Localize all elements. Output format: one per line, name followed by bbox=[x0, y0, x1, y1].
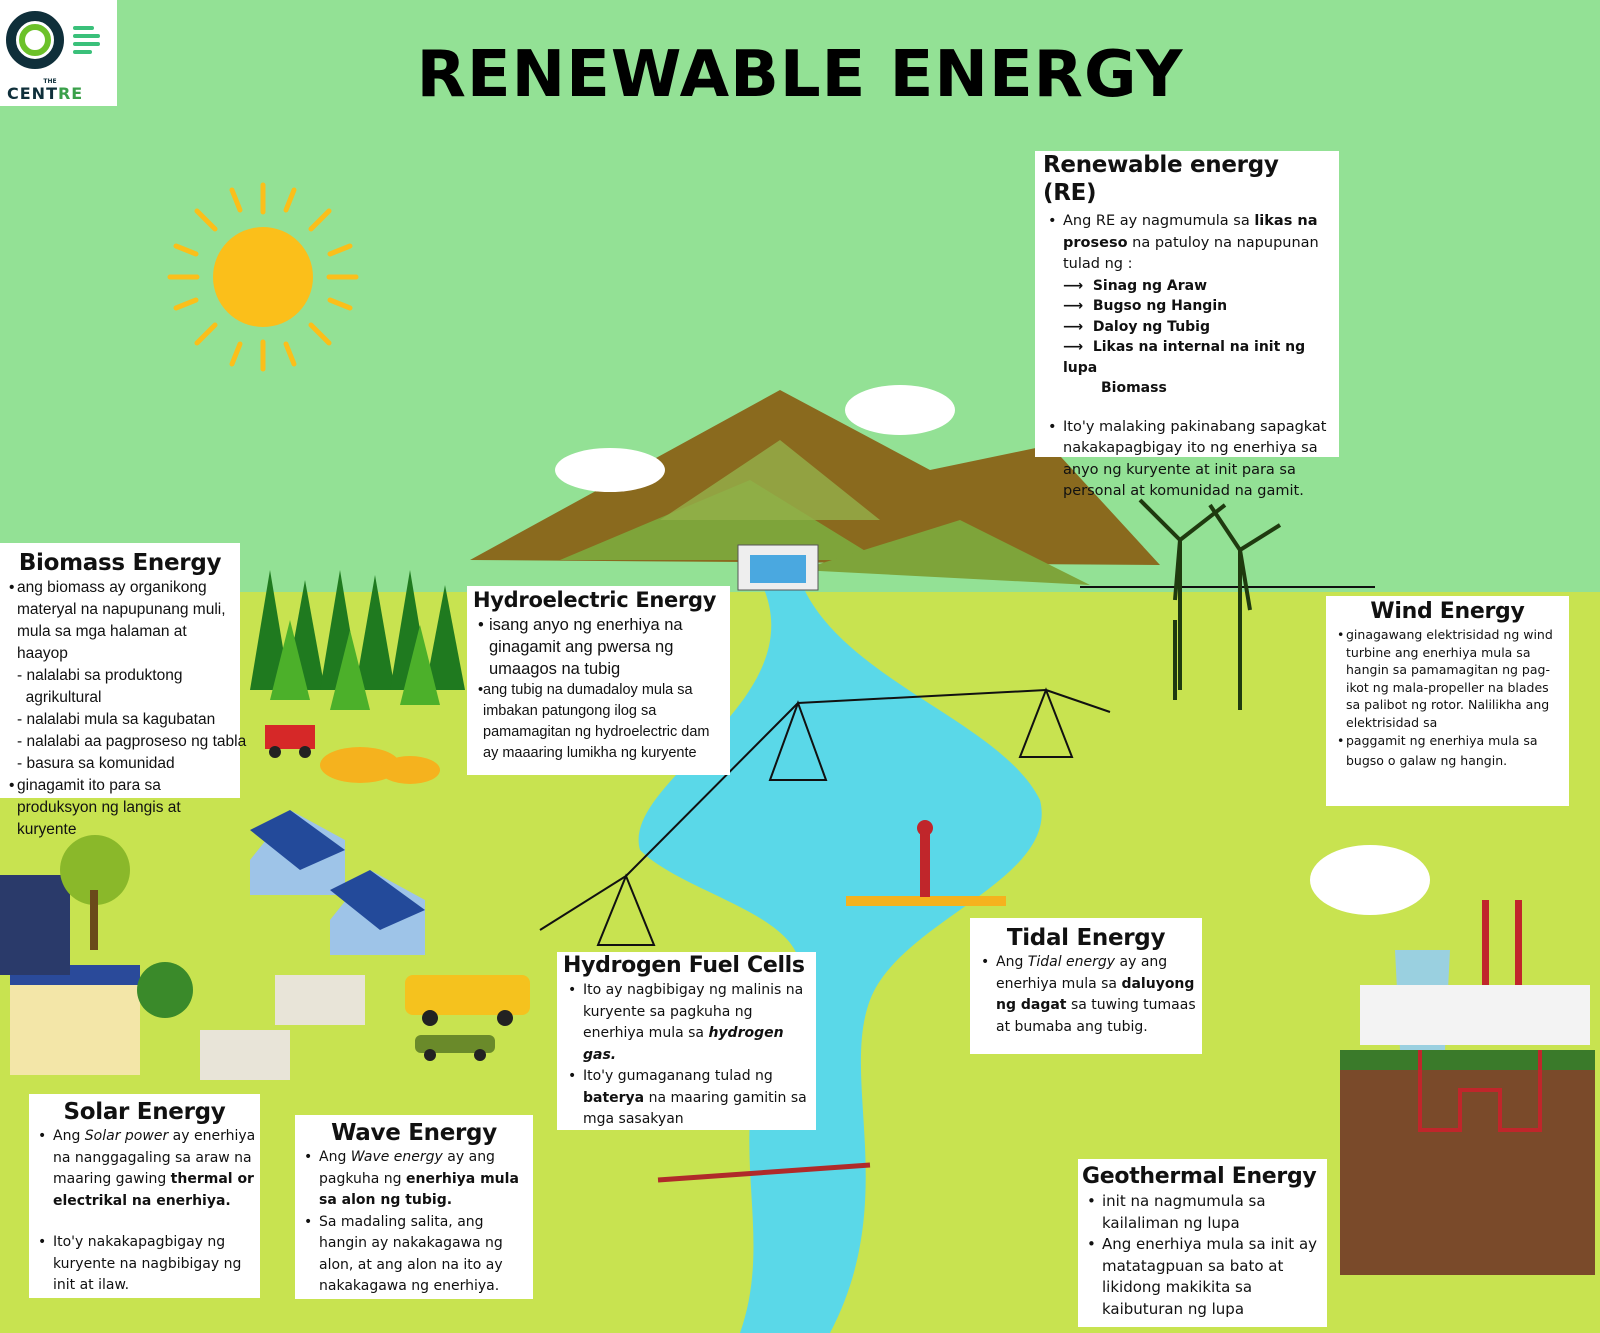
bullet-text: Ang Wave energy ay ang pagkuha ng enerhi… bbox=[299, 1147, 529, 1212]
text-segment: Ito ay nagbibigay ng malinis na kuryente… bbox=[583, 982, 804, 1041]
the-centre-logo: THE CENTRE bbox=[0, 0, 117, 106]
tidal-turbine-icon bbox=[846, 820, 1006, 906]
bullet-text: Ito'y gumaganang tulad ng baterya na maa… bbox=[563, 1066, 810, 1131]
tidal-energy-box: Tidal Energy Ang Tidal energy ay ang ene… bbox=[970, 918, 1202, 1054]
re-heading: Renewable energy (RE) bbox=[1043, 152, 1279, 206]
text-segment: na patuloy na napupunan tulad ng : bbox=[1063, 234, 1319, 273]
solar-houses-icon bbox=[0, 810, 425, 1080]
truck-icon bbox=[265, 725, 315, 758]
text-segment: Ito'y gumaganang tulad ng bbox=[583, 1068, 773, 1084]
text-segment: Sinag ng Araw bbox=[1092, 277, 1208, 294]
re-sources-list: ⟶ Sinag ng Araw ⟶ Bugso ng Hangin ⟶ Dalo… bbox=[1043, 276, 1331, 399]
wind-energy-box: Wind Energy ginagawang elektrisidad ng w… bbox=[1326, 596, 1569, 806]
page-title: RENEWABLE ENERGY bbox=[416, 38, 1184, 112]
text-segment: Hydroelectric Energy bbox=[473, 588, 717, 612]
text-segment: Bugso ng Hangin bbox=[1092, 298, 1228, 314]
text-segment: Ang bbox=[53, 1128, 85, 1144]
logo-small-text: THE bbox=[43, 78, 57, 85]
clouds bbox=[555, 385, 1430, 915]
bullet-text: - nalalabi aa pagproseso ng tabla bbox=[17, 733, 247, 750]
bullet-text: ginagawang elektrisidad ng wind turbine … bbox=[1332, 626, 1563, 731]
text-segment: ay ang pagkuha ng bbox=[319, 1149, 495, 1187]
text-segment: ⟶ Sinag ng Araw bbox=[1063, 277, 1208, 294]
text-segment: Biomass bbox=[1101, 380, 1167, 396]
text-segment: ⟶ Bugso ng Hangin bbox=[1063, 298, 1228, 314]
text-segment: CENT bbox=[7, 84, 58, 103]
power-pylons-icon bbox=[539, 687, 1111, 946]
text-segment: Ang RE ay nagmumula sa bbox=[1063, 213, 1255, 229]
text-segment: hydrogen gas. bbox=[583, 1025, 784, 1063]
bullet-text: Ang enerhiya mula sa init ay matatagpuan… bbox=[1082, 1234, 1323, 1320]
text-segment: ⟶ Likas na internal na init ng lupa bbox=[1063, 339, 1306, 376]
text-segment: Tidal Energy bbox=[1006, 925, 1166, 951]
bus-icon bbox=[405, 975, 530, 1026]
text-segment: ay enerhiya na nanggagaling sa araw na m… bbox=[53, 1128, 256, 1187]
trees-icon bbox=[60, 835, 193, 1018]
text-segment: Solar power bbox=[84, 1128, 169, 1144]
mountains bbox=[470, 390, 1160, 585]
hay-pile-icon bbox=[320, 747, 440, 784]
hydroelectric-energy-box: Hydroelectric Energy isang anyo ng enerh… bbox=[467, 586, 730, 775]
sun-icon bbox=[167, 182, 359, 372]
text-segment: daluyong ng dagat bbox=[996, 975, 1195, 1014]
bullet-text: Ang Tidal energy ay ang enerhiya mula sa… bbox=[976, 952, 1196, 1038]
geothermal-plant-icon bbox=[1340, 900, 1595, 1275]
bullet-text: paggamit ng enerhiya mula sa bugso o gal… bbox=[1332, 731, 1563, 771]
text-segment: Ang bbox=[319, 1149, 351, 1165]
text-segment: Wave energy bbox=[350, 1149, 443, 1165]
text-segment: Biomass Energy bbox=[18, 550, 222, 576]
bullet-text: Ang Solar power ay enerhiya na nanggagal… bbox=[33, 1126, 256, 1212]
logo-mark bbox=[6, 11, 100, 69]
text-segment: baterya bbox=[583, 1089, 645, 1106]
solar-energy-box: Solar Energy Ang Solar power ay enerhiya… bbox=[29, 1094, 260, 1298]
text-segment: Likas na internal na init ng lupa bbox=[1063, 339, 1306, 376]
bullet-text: ginagamit ito para sa produksyon ng lang… bbox=[4, 775, 236, 841]
text-segment: thermal or electrikal na enerhiya. bbox=[53, 1171, 254, 1209]
bullet-text: Ito ay nagbibigay ng malinis na kuryente… bbox=[563, 980, 810, 1066]
bullet-text: ang tubig na dumadaloy mula sa imbakan p… bbox=[473, 680, 724, 764]
text-segment: ay ang enerhiya mula sa bbox=[996, 954, 1168, 992]
wind-turbines-icon bbox=[1138, 498, 1282, 710]
text-segment: hydrogen gas. bbox=[583, 1025, 784, 1063]
text-segment: na maaring gamitin sa mga sasakyan bbox=[583, 1089, 807, 1128]
text-segment: Wind Energy bbox=[1370, 599, 1525, 624]
river bbox=[638, 580, 1042, 1333]
hydrogen-fuel-cells-box: Hydrogen Fuel Cells Ito ay nagbibigay ng… bbox=[557, 952, 816, 1130]
wave-energy-device bbox=[657, 1162, 871, 1183]
bullet-text: Ito'y nakakapagbigay ng kuryente na nagb… bbox=[33, 1232, 256, 1297]
forest-icon bbox=[250, 570, 465, 710]
text-segment: enerhiya mula sa alon ng tubig. bbox=[319, 1170, 519, 1209]
bullet-text: Ito'y malaking pakinabang sapagkat nakak… bbox=[1043, 417, 1331, 503]
bullet-text: Ang RE ay nagmumula sa likas na proseso … bbox=[1043, 211, 1331, 276]
bullet-text: - nalalabi sa produktong bbox=[17, 667, 183, 684]
bullet-text: init na nagmumula sa kailaliman ng lupa bbox=[1082, 1191, 1323, 1234]
text-segment: Daloy ng Tubig bbox=[1092, 318, 1210, 335]
text-segment: Wave Energy bbox=[331, 1120, 497, 1146]
biomass-energy-box: Biomass Energy ang biomass ay organikong… bbox=[0, 543, 247, 838]
bullet-text: Sa madaling salita, ang hangin ay nakaka… bbox=[299, 1212, 529, 1298]
text-segment: RE bbox=[57, 84, 84, 103]
text-segment: Tidal energy bbox=[1027, 954, 1116, 970]
renewable-energy-box: Renewable energy (RE) Ang RE ay nagmumul… bbox=[1035, 151, 1339, 499]
text-segment: sa tuwing tumaas at bumaba ang tubig. bbox=[996, 997, 1196, 1035]
wave-energy-box: Wave Energy Ang Wave energy ay ang pagku… bbox=[295, 1115, 533, 1299]
text-segment: Solar Energy bbox=[63, 1099, 226, 1125]
hydroelectric-dam-icon bbox=[737, 544, 819, 591]
bullet-text: agrikultural bbox=[17, 689, 102, 706]
bullet-text: - nalalabi mula sa kagubatan bbox=[17, 711, 216, 728]
bullet-text: - basura sa komunidad bbox=[17, 755, 175, 772]
bullet-text: ang biomass ay organikong materyal na na… bbox=[4, 577, 236, 665]
bullet-text: isang anyo ng enerhiya na ginagamit ang … bbox=[473, 614, 724, 680]
text-segment: Geothermal Energy bbox=[1082, 1164, 1317, 1189]
text-segment: likas na proseso bbox=[1063, 213, 1318, 251]
logo-name: CENTRE bbox=[7, 84, 83, 103]
car-icon bbox=[415, 1035, 495, 1061]
text-segment: Ang bbox=[996, 954, 1028, 970]
text-segment: ⟶ Daloy ng Tubig bbox=[1063, 318, 1210, 335]
geothermal-energy-box: Geothermal Energy init na nagmumula sa k… bbox=[1078, 1159, 1327, 1327]
text-segment: Hydrogen Fuel Cells bbox=[563, 953, 805, 978]
